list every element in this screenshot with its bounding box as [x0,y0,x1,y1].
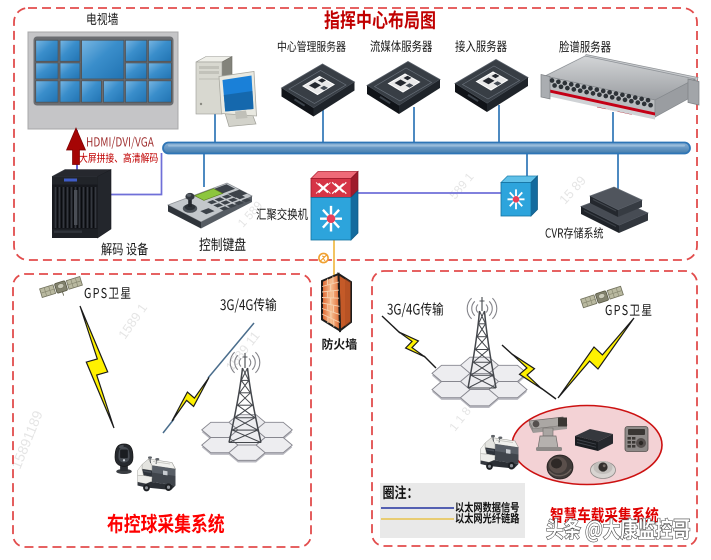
svg-text:1589 1: 1589 1 [115,301,150,342]
svg-text:1589 11: 1589 11 [223,328,263,374]
svg-text:1 1 8: 1 1 8 [446,404,474,434]
svg-text:15 89: 15 89 [556,173,589,207]
svg-text:589 1: 589 1 [447,170,477,202]
